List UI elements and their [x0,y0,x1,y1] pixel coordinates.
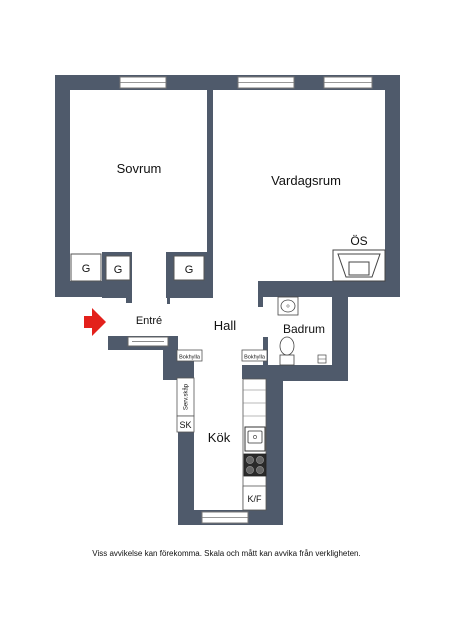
floor-drain [317,354,327,364]
room-hall: Hall [214,318,237,333]
bathroom-sink [277,296,299,316]
fridge-freezer-label: K/F [247,494,262,504]
bookshelf-left-label: Bokhylla [179,355,201,361]
walls [55,75,400,525]
entrance-shelf [127,336,169,347]
room-entrance: Entré [136,315,162,327]
room-kitchen: Kök [208,430,231,445]
room-bathroom: Badrum [283,322,325,336]
stovetop [243,453,267,477]
wardrobe-3-label: G [185,264,194,276]
wardrobe-3: G [173,255,205,281]
bookshelf-right-label: Bokhylla [244,355,266,361]
fireplace-label: ÖS [350,234,367,248]
bookshelf-left: Bokhylla [176,349,203,362]
cabinet-sk: SK [176,415,195,433]
wardrobe-1-label: G [82,263,91,275]
fireplace: ÖS [332,234,386,282]
wardrobe-2: G [105,255,131,281]
fridge-freezer: K/F [242,485,267,511]
serving-cabinet: Serv.skåp [176,377,195,417]
disclaimer: Viss avvikelse kan förekomma. Skala och … [92,549,361,558]
bookshelf-right: Bokhylla [241,349,268,362]
serving-cabinet-label: Serv.skåp [183,383,190,410]
room-bedroom: Sovrum [117,161,162,176]
kitchen-sink [244,426,266,452]
cabinet-sk-label: SK [179,420,191,430]
room-living: Vardagsrum [271,173,341,188]
entry-arrow-icon [84,308,106,336]
wardrobe-1: G [70,253,102,282]
toilet [279,336,295,366]
wardrobe-2-label: G [114,264,123,276]
